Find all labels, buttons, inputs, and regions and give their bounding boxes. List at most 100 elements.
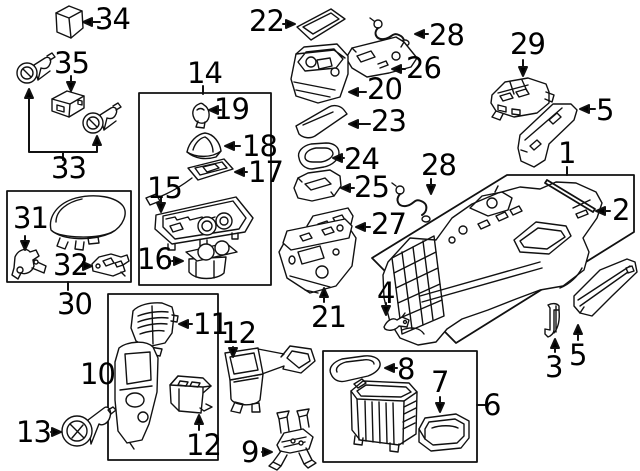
- callout-19[interactable]: 19: [214, 92, 250, 126]
- part-9-bracket-drawing: [268, 408, 317, 471]
- part-7-bin-drawing: [418, 413, 470, 452]
- arrow-15: [156, 197, 166, 213]
- arrow-8: [384, 363, 398, 373]
- callout-3[interactable]: 3: [545, 350, 563, 384]
- callout-17[interactable]: 17: [248, 155, 284, 189]
- callout-10[interactable]: 10: [80, 357, 116, 391]
- callout-24[interactable]: 24: [344, 142, 380, 176]
- part-armrest-lid-drawing: [49, 195, 126, 251]
- arrow-23: [348, 119, 371, 129]
- arrow-22: [282, 19, 296, 29]
- callout-30[interactable]: 30: [57, 287, 93, 321]
- part-8-mat-drawing: [329, 355, 381, 383]
- callout-8[interactable]: 8: [397, 352, 415, 386]
- callout-32[interactable]: 32: [53, 248, 89, 282]
- arrow-18: [224, 141, 241, 151]
- arrow-21: [319, 287, 329, 303]
- callout-6[interactable]: 6: [483, 388, 501, 422]
- arrow-35: [66, 75, 76, 92]
- callout-13[interactable]: 13: [16, 415, 52, 449]
- callout-25[interactable]: 25: [354, 170, 390, 204]
- part-24-tray-drawing: [297, 142, 340, 170]
- callout-5-top[interactable]: 5: [596, 93, 614, 127]
- group-box-10: [107, 293, 219, 461]
- arrow-29: [518, 59, 528, 77]
- part-storage-box-drawing: [350, 378, 418, 453]
- callout-15[interactable]: 15: [147, 171, 183, 205]
- callout-28-top[interactable]: 28: [429, 18, 465, 52]
- arrow-28-top: [414, 29, 429, 39]
- part-34-drawing: [55, 5, 84, 39]
- arrow-20: [348, 87, 367, 97]
- part-33-socket-left-drawing: [16, 52, 56, 84]
- part-29-junction-block-drawing: [490, 77, 555, 121]
- arrow-2: [595, 206, 611, 216]
- callout-27[interactable]: 27: [371, 207, 407, 241]
- part-16-cupholder-drawing: [185, 240, 238, 280]
- part-5-top-panel-drawing: [517, 103, 578, 168]
- part-32-latch-drawing: [91, 253, 130, 277]
- callout-18[interactable]: 18: [242, 129, 278, 163]
- arrow-26: [391, 64, 406, 74]
- part-33-socket-right-drawing: [82, 102, 122, 134]
- callout-16[interactable]: 16: [137, 242, 173, 276]
- callout-34[interactable]: 34: [95, 2, 131, 36]
- arrow-16: [171, 256, 184, 266]
- part-31-hinge-drawing: [11, 248, 47, 280]
- callout-12-inner[interactable]: 12: [186, 428, 222, 462]
- callout-14[interactable]: 14: [187, 56, 223, 90]
- callout-35[interactable]: 35: [54, 46, 90, 80]
- callout-23[interactable]: 23: [371, 104, 407, 138]
- part-12-switch-drawing: [169, 375, 213, 414]
- group-box-6: [322, 350, 478, 463]
- arrow-32: [81, 261, 93, 271]
- arrow-27: [355, 222, 371, 232]
- part-2-trim-strip-drawing: [544, 179, 596, 213]
- part-28-mid-harness-drawing: [391, 182, 431, 223]
- part-10-fascia-drawing: [114, 341, 159, 450]
- part-21-front-cover-drawing: [278, 218, 357, 294]
- callout-21[interactable]: 21: [311, 300, 347, 334]
- arrow-13: [50, 427, 62, 437]
- callout-12-outer[interactable]: 12: [221, 316, 257, 350]
- arrow-7: [435, 396, 445, 413]
- callout-9[interactable]: 9: [241, 435, 259, 469]
- arrow-28-mid: [426, 178, 436, 195]
- callout-20[interactable]: 20: [367, 72, 403, 106]
- arrow-3: [550, 338, 560, 353]
- arrow-19: [208, 105, 222, 115]
- part-3-clip-drawing: [544, 302, 560, 338]
- callout-5-bottom[interactable]: 5: [569, 338, 587, 372]
- part-5-bottom-panel-drawing: [573, 258, 638, 317]
- part-13-lighter-drawing: [61, 406, 117, 447]
- callout-29[interactable]: 29: [510, 27, 546, 61]
- arrow-11: [178, 319, 193, 329]
- arrowhead-33a: [24, 88, 34, 99]
- callout-22[interactable]: 22: [249, 4, 285, 38]
- part-19-shift-knob-drawing: [192, 102, 210, 129]
- part-20-console-upper-box-drawing: [290, 43, 349, 104]
- callout-7[interactable]: 7: [431, 365, 449, 399]
- arrow-9: [261, 447, 273, 457]
- callout-31[interactable]: 31: [13, 201, 49, 235]
- arrow-25: [340, 183, 355, 193]
- arrow-4: [381, 302, 391, 316]
- arrow-31: [20, 235, 30, 251]
- arrow-5-bottom: [573, 324, 583, 341]
- part-1-console-body-drawing: [382, 181, 603, 346]
- callout-11[interactable]: 11: [193, 307, 229, 341]
- callout-4[interactable]: 4: [377, 276, 395, 310]
- part-4-bracket-drawing: [383, 312, 410, 331]
- callout-28-mid[interactable]: 28: [421, 148, 457, 182]
- callout-arrows: [20, 17, 611, 457]
- arrow-5-top: [579, 104, 596, 114]
- callout-33[interactable]: 33: [51, 151, 87, 185]
- part-18-shift-boot-drawing: [186, 132, 222, 160]
- part-15-console-tray-drawing: [154, 196, 254, 251]
- callout-26[interactable]: 26: [406, 51, 442, 85]
- part-23-lid-drawing: [295, 104, 348, 139]
- callout-1[interactable]: 1: [558, 136, 576, 170]
- callout-2[interactable]: 2: [612, 193, 630, 227]
- group-box-14: [138, 92, 272, 286]
